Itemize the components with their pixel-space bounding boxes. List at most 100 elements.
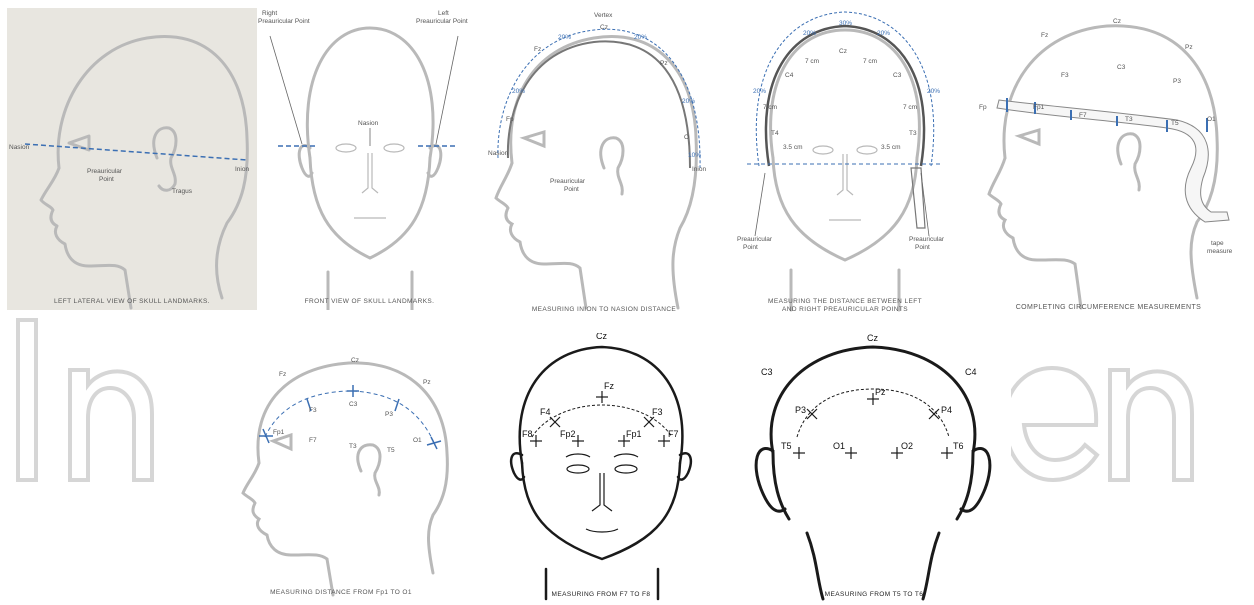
label-t3-p4: T3: [909, 130, 917, 137]
panel-inion-nasion: Vertex Cz Fz Pz Fp O Nasion Inion 20% 20…: [484, 8, 724, 320]
label-vertex: Vertex: [594, 12, 612, 19]
label-fz-p5: Fz: [1041, 32, 1048, 39]
label-point-right-p4: Point: [915, 244, 930, 251]
caption-left-lateral-view: LEFT LATERAL VIEW OF SKULL LANDMARKS.: [7, 298, 257, 306]
label-35cm-a: 3.5 cm: [783, 144, 803, 151]
panel-preauricular-distance: 30% 20% 20% 20% 20% Cz C4 C3 7 cm 7 cm 7…: [725, 8, 965, 320]
label-p3-p6: P3: [385, 411, 393, 418]
label-o: O: [684, 134, 689, 141]
label-f8-p7: F8: [522, 431, 533, 438]
label-t3-p6: T3: [349, 443, 357, 450]
head-profile-fp1-o1: [219, 333, 463, 603]
label-f7-p7: F7: [668, 431, 679, 438]
label-fz-p6: Fz: [279, 371, 286, 378]
panel-t5-to-t6: Cz C3 C4 Pz P3 P4 T5 O1 O2 T6 MEASURING …: [737, 333, 1011, 603]
label-7cm-a: 7 cm: [805, 58, 819, 65]
label-point-p3: Point: [564, 186, 579, 193]
label-t3-p5: T3: [1125, 116, 1133, 123]
label-cz-p4: Cz: [839, 48, 847, 55]
label-o1-p8: O1: [833, 443, 845, 450]
panel-f7-to-f8: Cz Fz F4 F3 F8 Fp2 Fp1 F7 MEASURING FROM…: [466, 333, 736, 603]
head-profile-left: [7, 8, 257, 310]
label-7cm-b: 7 cm: [863, 58, 877, 65]
label-pz-p5: Pz: [1185, 44, 1193, 51]
label-t5-p5: T5: [1171, 120, 1179, 127]
label-pct20-top-right: 20%: [877, 30, 890, 37]
caption-t5-to-t6: MEASURING FROM T5 TO T6: [737, 591, 1011, 599]
label-c4: C4: [785, 72, 793, 79]
label-pct20-left: 20%: [753, 88, 766, 95]
label-f3-p5: F3: [1061, 72, 1069, 79]
label-pct10: 10%: [688, 152, 701, 159]
head-front-plain: [258, 8, 481, 310]
label-left: Left: [438, 10, 449, 17]
panel-front-view: Right Preauricular Point Left Preauricul…: [258, 8, 481, 310]
head-profile-tape: [967, 8, 1250, 320]
label-preauricular-p3: Preauricular: [550, 178, 585, 185]
caption-f7-to-f8: MEASURING FROM F7 TO F8: [466, 591, 736, 599]
label-fp-p5: Fp: [979, 104, 987, 111]
label-fz: Fz: [534, 46, 541, 53]
caption-circumference: COMPLETING CIRCUMFERENCE MEASUREMENTS: [967, 304, 1250, 312]
label-point-left-p4: Point: [743, 244, 758, 251]
label-cz-p5: Cz: [1113, 18, 1121, 25]
label-inion-measure: Inion: [692, 166, 706, 173]
label-pct20-c: 20%: [512, 88, 525, 95]
label-fp1-p6: Fp1: [273, 429, 284, 436]
label-right: Right: [262, 10, 277, 17]
label-7cm-c: 7 cm: [763, 104, 777, 111]
label-nasion-front: Nasion: [358, 120, 378, 127]
label-f4-p7: F4: [540, 409, 551, 416]
caption-preauricular-line1: MEASURING THE DISTANCE BETWEEN LEFT: [725, 298, 965, 306]
label-preauricular-left-p4: Preauricular: [737, 236, 772, 243]
label-nasion-measure: Nasion: [488, 150, 508, 157]
label-f3-p7: F3: [652, 409, 663, 416]
label-p4-p8: P4: [941, 407, 952, 414]
label-c4-p8: C4: [965, 369, 977, 376]
label-point: Point: [99, 176, 114, 183]
panel-left-lateral-view: Nasion Inion Preauricular Point Tragus L…: [7, 8, 257, 310]
label-c3-p5: C3: [1117, 64, 1125, 71]
label-tape: tape: [1211, 240, 1224, 247]
label-pct20-d: 20%: [682, 98, 695, 105]
label-cz-p7: Cz: [596, 333, 607, 340]
label-right-preauricular-point: Preauricular Point: [258, 18, 310, 25]
label-nasion: Nasion: [9, 144, 29, 151]
label-f7-p5: F7: [1079, 112, 1087, 119]
label-fp: Fp: [506, 116, 514, 123]
label-o2-p8: O2: [901, 443, 913, 450]
label-t6-p8: T6: [953, 443, 964, 450]
label-c3: C3: [893, 72, 901, 79]
label-preauricular: Preauricular: [87, 168, 122, 175]
label-t4: T4: [771, 130, 779, 137]
label-pz: Pz: [660, 60, 668, 67]
label-fz-p7: Fz: [604, 383, 614, 390]
label-pct20-right: 20%: [927, 88, 940, 95]
label-pct20-b: 20%: [634, 34, 647, 41]
label-fp1-p7: Fp1: [626, 431, 642, 438]
label-pct30: 30%: [839, 20, 852, 27]
label-f7-p6: F7: [309, 437, 317, 444]
label-measure: measure: [1207, 248, 1232, 255]
label-o1-p6: O1: [413, 437, 422, 444]
label-p3-p8: P3: [795, 407, 806, 414]
label-cz-p8: Cz: [867, 335, 878, 342]
caption-preauricular-line2: AND RIGHT PREAURICULAR POINTS: [725, 306, 965, 314]
label-o1-p5: O1: [1207, 116, 1216, 123]
caption-front-view: FRONT VIEW OF SKULL LANDMARKS.: [258, 298, 481, 306]
head-front-f7-f8: [466, 333, 736, 603]
label-cz-p6: Cz: [351, 357, 359, 364]
panel-circumference: Cz Fz Pz F3 C3 P3 Fp Fp1 F7 T3 T5 O1 tap…: [967, 8, 1250, 320]
panel-fp1-to-o1: Cz Fz Pz F3 C3 P3 Fp1 F7 T3 T5 O1 MEASUR…: [219, 333, 463, 603]
label-c3-p6: C3: [349, 401, 357, 408]
label-left-preauricular-point: Preauricular Point: [416, 18, 468, 25]
label-7cm-d: 7 cm: [903, 104, 917, 111]
label-inion: Inion: [235, 166, 249, 173]
label-cz: Cz: [600, 24, 608, 31]
label-t5-p6: T5: [387, 447, 395, 454]
caption-inion-nasion: MEASURING INION TO NASION DISTANCE: [484, 306, 724, 314]
label-f3-p6: F3: [309, 407, 317, 414]
label-c3-p8: C3: [761, 369, 773, 376]
label-fp1-p5: Fp1: [1033, 104, 1044, 111]
label-t5-p8: T5: [781, 443, 792, 450]
